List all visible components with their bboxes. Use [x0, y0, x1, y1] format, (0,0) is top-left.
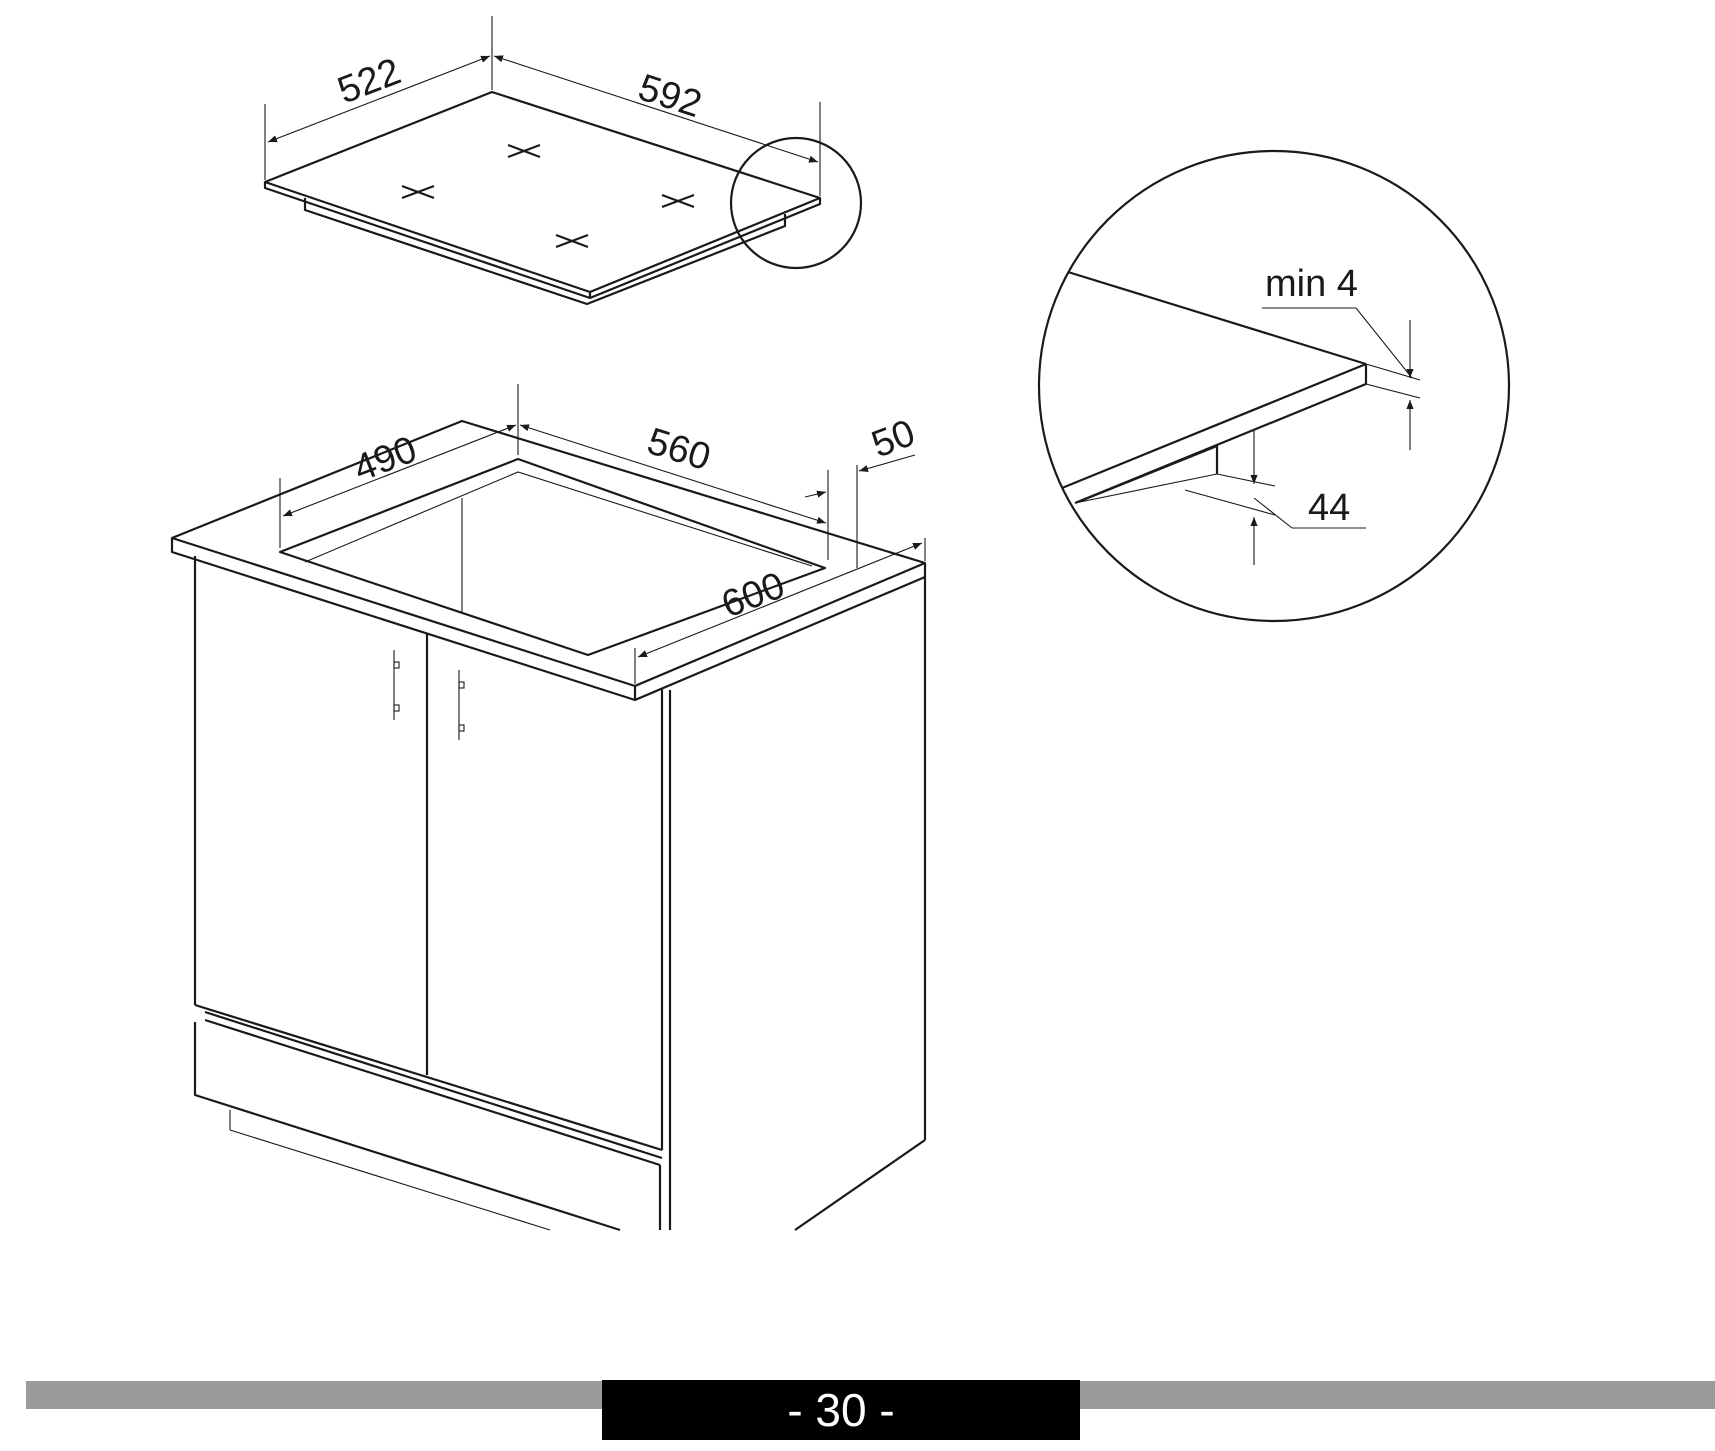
cutout-depth-dimension-line: [282, 424, 517, 517]
cutout-width-label: 560: [642, 420, 715, 479]
front-gap-dimension-line-2: [858, 454, 916, 472]
detail-reference-circle: [729, 136, 863, 270]
worktop-depth-dimension-line: [637, 542, 923, 658]
cabinet-illustration: 490 560 50 600: [170, 384, 927, 1232]
cutout-depth-label: 490: [348, 428, 422, 490]
door-handles: [393, 650, 465, 740]
hob-width-label: 592: [633, 67, 706, 127]
hob-width-dimension-line: [493, 55, 819, 163]
worktop-depth-label: 600: [716, 564, 790, 626]
detail-view: min 4 44: [1037, 149, 1511, 623]
hob-depth-dimension-line: [267, 55, 491, 143]
thickness-label: 44: [1308, 487, 1350, 529]
front-gap-dimension-line: [804, 490, 827, 498]
front-gap-label: 50: [866, 412, 921, 466]
hob-illustration: 522 592: [263, 16, 863, 306]
hob-depth-label: 522: [332, 50, 406, 112]
footer-bar-left: [26, 1381, 606, 1409]
cutout-width-dimension-line: [519, 424, 827, 524]
detail-view-circle: [1037, 149, 1511, 623]
page-number: - 30 -: [602, 1380, 1080, 1440]
cooking-zone-marks: [401, 143, 695, 249]
footer-bar-right: [1080, 1381, 1715, 1409]
clearance-label: min 4: [1265, 263, 1358, 305]
